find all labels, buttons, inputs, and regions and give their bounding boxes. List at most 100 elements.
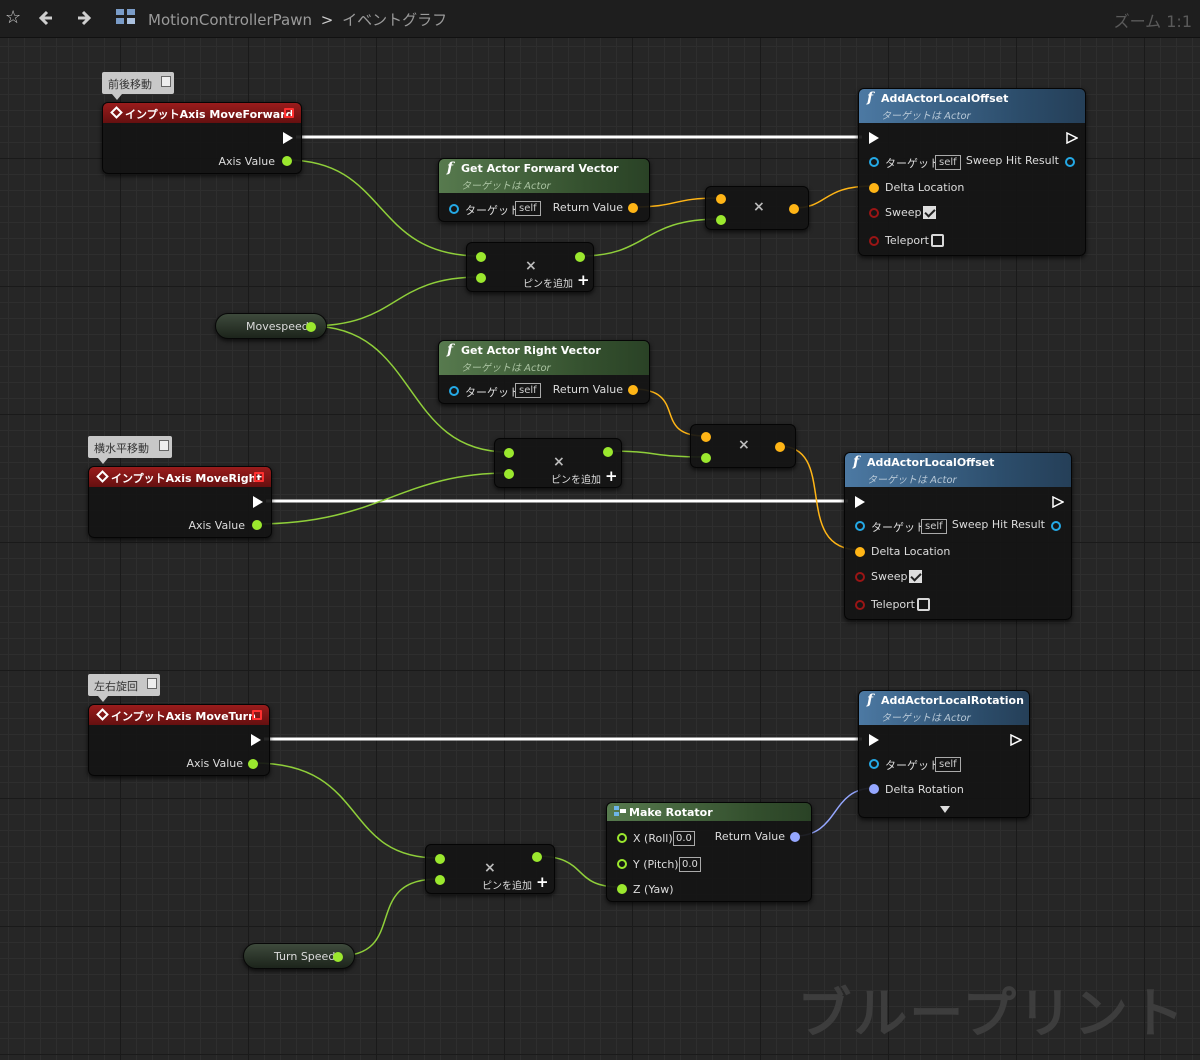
self-default-value[interactable]: self — [515, 383, 541, 398]
comment-right[interactable]: 横水平移動 — [88, 436, 172, 464]
input-a-pin[interactable] — [435, 854, 445, 864]
add-actor-local-offset-node[interactable]: f AddActorLocalOffset ターゲットは Actor ターゲット… — [858, 88, 1086, 256]
sweep-pin[interactable] — [855, 572, 865, 582]
multiply-vector-node[interactable]: × — [690, 424, 796, 468]
pin-label: ターゲット — [465, 386, 520, 399]
return-value-pin[interactable] — [628, 385, 638, 395]
favorite-star-icon[interactable]: ☆ — [5, 7, 22, 28]
delta-location-pin[interactable] — [869, 183, 879, 193]
y-pitch-pin[interactable] — [617, 859, 627, 869]
input-a-pin[interactable] — [716, 194, 726, 204]
make-rotator-node[interactable]: Make Rotator X (Roll) 0.0 Y (Pitch) 0.0 … — [606, 802, 812, 902]
axis-value-pin[interactable] — [252, 520, 262, 530]
self-default-value[interactable]: self — [935, 757, 961, 772]
teleport-checkbox[interactable] — [931, 234, 944, 247]
teleport-pin[interactable] — [855, 600, 865, 610]
target-pin[interactable] — [869, 759, 879, 769]
sweep-hit-result-pin[interactable] — [1065, 157, 1075, 167]
output-pin[interactable] — [775, 442, 785, 452]
input-a-pin[interactable] — [701, 432, 711, 442]
output-pin[interactable] — [603, 447, 613, 457]
get-actor-right-vector-node[interactable]: f Get Actor Right Vector ターゲットは Actor ター… — [438, 340, 650, 404]
x-roll-input[interactable]: 0.0 — [673, 831, 695, 846]
self-default-value[interactable]: self — [515, 201, 541, 216]
event-move-turn-node[interactable]: インプットAxis MoveTurn Axis Value — [88, 704, 270, 776]
multiply-vector-node[interactable]: × — [705, 186, 809, 230]
variable-out-pin[interactable] — [306, 322, 316, 332]
turn-speed-variable-node[interactable]: Turn Speed — [243, 943, 355, 969]
target-pin[interactable] — [449, 204, 459, 214]
self-default-value[interactable]: self — [921, 519, 947, 534]
teleport-checkbox[interactable] — [917, 598, 930, 611]
multiply-float-node[interactable]: × ピンを追加 + — [466, 242, 594, 292]
add-pin-label[interactable]: ピンを追加 — [551, 475, 601, 486]
back-arrow-icon[interactable] — [38, 7, 54, 35]
node-header: f Get Actor Forward Vector ターゲットは Actor — [439, 159, 649, 193]
delta-location-pin[interactable] — [855, 547, 865, 557]
add-pin-plus-icon[interactable]: + — [577, 271, 590, 289]
target-pin[interactable] — [855, 521, 865, 531]
add-pin-plus-icon[interactable]: + — [605, 467, 618, 485]
pin-label: Teleport — [871, 598, 915, 611]
exec-out-pin[interactable] — [251, 734, 261, 746]
input-b-pin[interactable] — [716, 215, 726, 225]
comment-bubble-icon[interactable] — [147, 678, 157, 689]
comment-bubble-icon[interactable] — [161, 76, 171, 87]
sweep-checkbox[interactable] — [923, 206, 936, 219]
breadcrumb-blueprint[interactable]: MotionControllerPawn — [148, 11, 312, 29]
axis-value-pin[interactable] — [282, 156, 292, 166]
breadcrumb-graph[interactable]: イベントグラフ — [342, 11, 448, 29]
self-default-value[interactable]: self — [935, 155, 961, 170]
sweep-hit-result-pin[interactable] — [1051, 521, 1061, 531]
add-pin-label[interactable]: ピンを追加 — [482, 881, 532, 892]
input-a-pin[interactable] — [476, 252, 486, 262]
movespeed-variable-node[interactable]: Movespeed — [215, 313, 327, 339]
output-pin[interactable] — [532, 852, 542, 862]
input-b-pin[interactable] — [476, 273, 486, 283]
axis-value-pin[interactable] — [248, 759, 258, 769]
exec-out-pin[interactable] — [1052, 496, 1064, 508]
z-yaw-pin[interactable] — [617, 884, 627, 894]
variable-out-pin[interactable] — [333, 952, 343, 962]
forward-arrow-icon[interactable] — [76, 7, 92, 35]
get-actor-forward-vector-node[interactable]: f Get Actor Forward Vector ターゲットは Actor … — [438, 158, 650, 222]
pin-label: Delta Rotation — [885, 783, 964, 796]
pin-label: ターゲット — [885, 157, 940, 170]
comment-bubble-icon[interactable] — [159, 440, 169, 451]
add-actor-local-rotation-node[interactable]: f AddActorLocalRotation ターゲットは Actor ターゲ… — [858, 690, 1030, 818]
multiply-float-node[interactable]: × ピンを追加 + — [494, 438, 622, 488]
exec-in-pin[interactable] — [869, 734, 879, 746]
add-pin-label[interactable]: ピンを追加 — [523, 279, 573, 290]
target-pin[interactable] — [869, 157, 879, 167]
sweep-checkbox[interactable] — [909, 570, 922, 583]
comment-forward[interactable]: 前後移動 — [102, 72, 174, 100]
event-move-forward-node[interactable]: インプットAxis MoveForward Axis Value — [102, 102, 302, 174]
exec-out-pin[interactable] — [253, 496, 263, 508]
exec-out-pin[interactable] — [1066, 132, 1078, 144]
output-pin[interactable] — [575, 252, 585, 262]
exec-out-pin[interactable] — [1010, 734, 1022, 746]
sweep-pin[interactable] — [869, 208, 879, 218]
input-b-pin[interactable] — [701, 453, 711, 463]
input-b-pin[interactable] — [435, 875, 445, 885]
teleport-pin[interactable] — [869, 236, 879, 246]
return-value-pin[interactable] — [790, 832, 800, 842]
exec-out-pin[interactable] — [283, 132, 293, 144]
target-pin[interactable] — [449, 386, 459, 396]
x-roll-pin[interactable] — [617, 833, 627, 843]
exec-in-pin[interactable] — [869, 132, 879, 144]
expand-arrow-icon[interactable] — [940, 806, 950, 813]
comment-turn[interactable]: 左右旋回 — [88, 674, 160, 702]
add-pin-plus-icon[interactable]: + — [536, 873, 549, 891]
event-move-right-node[interactable]: インプットAxis MoveRight Axis Value — [88, 466, 272, 538]
function-icon: f — [447, 160, 454, 176]
add-actor-local-offset-node[interactable]: f AddActorLocalOffset ターゲットは Actor ターゲット… — [844, 452, 1072, 620]
output-pin[interactable] — [789, 204, 799, 214]
return-value-pin[interactable] — [628, 203, 638, 213]
input-a-pin[interactable] — [504, 448, 514, 458]
multiply-float-node[interactable]: × ピンを追加 + — [425, 844, 555, 894]
y-pitch-input[interactable]: 0.0 — [679, 857, 701, 872]
exec-in-pin[interactable] — [855, 496, 865, 508]
input-b-pin[interactable] — [504, 469, 514, 479]
delta-rotation-pin[interactable] — [869, 784, 879, 794]
